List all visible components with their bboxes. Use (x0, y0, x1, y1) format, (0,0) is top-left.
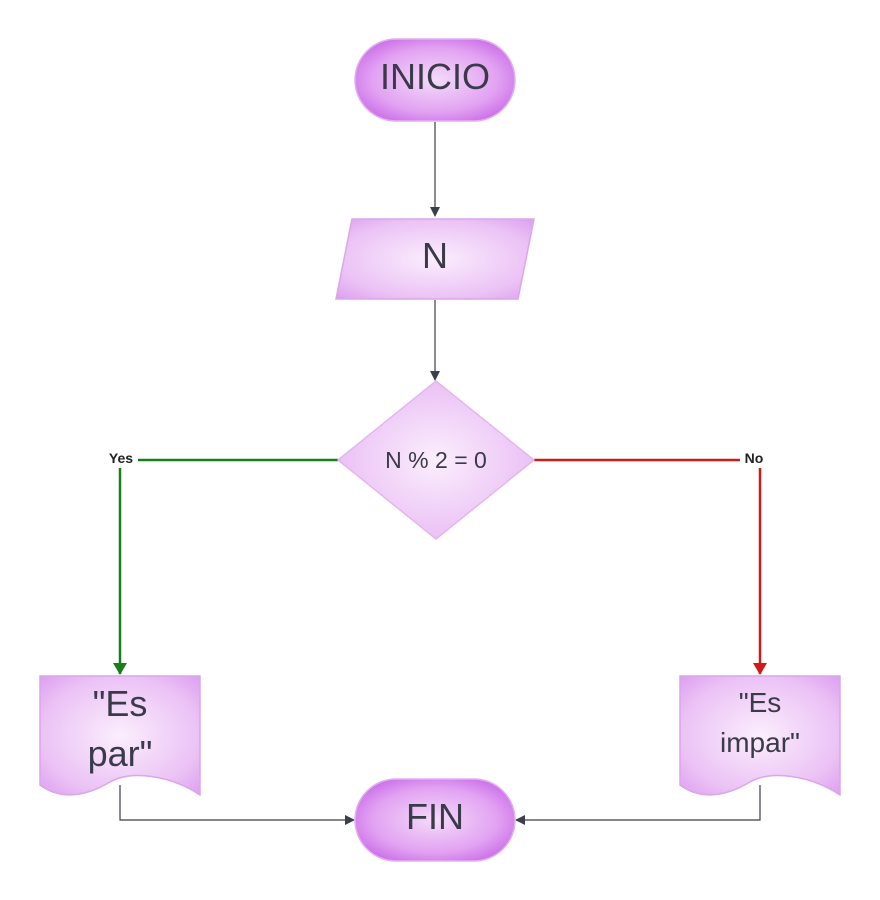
edge-decision-yes (113, 458, 338, 675)
decision-node-label: N % 2 = 0 (385, 447, 487, 473)
input-node[interactable]: N (335, 218, 535, 300)
output-odd-node[interactable]: "Es impar" (679, 675, 841, 797)
start-node-label: INICIO (380, 56, 490, 97)
end-node-label: FIN (406, 796, 464, 837)
edge-decision-no (534, 458, 767, 675)
end-node[interactable]: FIN (354, 778, 516, 862)
output-even-line-2: par" (88, 733, 153, 774)
start-node[interactable]: INICIO (354, 38, 516, 122)
output-even-line-1: "Es (93, 683, 148, 724)
yes-label-bg (104, 450, 138, 468)
edge-label-no: No (745, 450, 764, 466)
decision-node[interactable]: N % 2 = 0 (337, 380, 535, 540)
edge-odd-to-end (515, 785, 761, 825)
input-node-label: N (422, 235, 448, 276)
no-label-bg (740, 450, 770, 468)
output-odd-line-1: "Es (739, 687, 782, 718)
edge-label-yes: Yes (109, 450, 133, 466)
edge-even-to-end (119, 785, 355, 825)
output-even-node[interactable]: "Es par" (39, 675, 201, 797)
output-odd-line-2: impar" (720, 727, 800, 758)
